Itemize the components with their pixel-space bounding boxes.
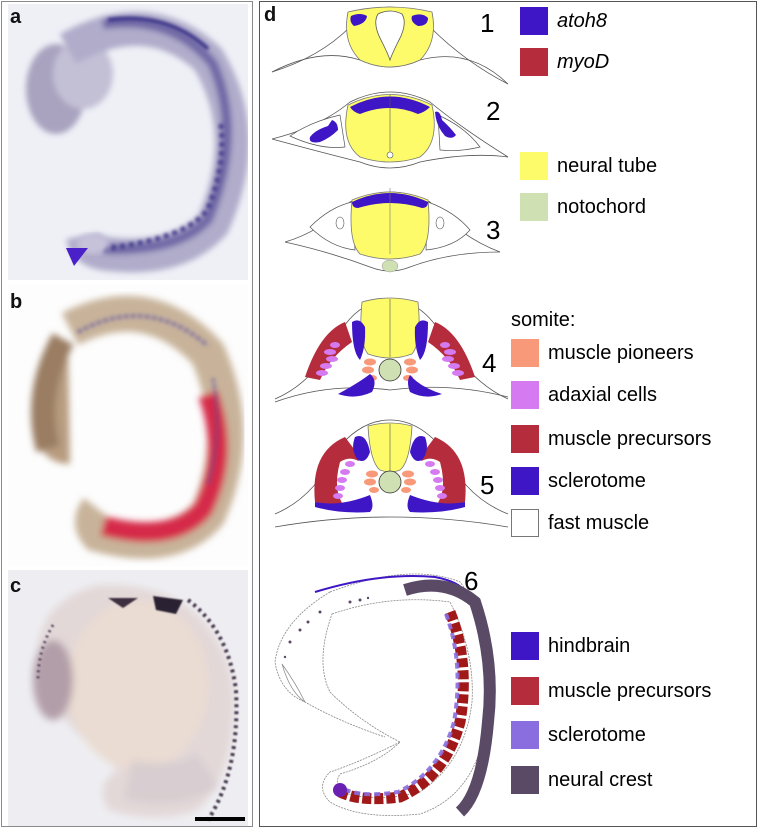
legend-item-muscle-precursors: muscle precursors [511,425,711,453]
section-1-drawing [271,6,509,85]
section-number-5: 5 [480,470,495,500]
section-3-notochord [381,259,399,273]
legend-swatch [511,467,539,495]
section-3-drawing [284,188,501,273]
section-number-6: 6 [464,566,479,596]
legend-item-hindbrain: hindbrain [511,632,630,660]
legend-heading-somite: somite: [511,309,576,331]
legend-label: atoh8 [557,9,608,32]
section-1-atoh8-right [411,14,428,26]
legend-swatch [511,721,539,749]
neural-crest-band [403,579,496,817]
section-number-3: 3 [486,215,501,245]
photo-panels-frame: a b [1,1,253,827]
panel-a-photo: a [8,4,248,280]
legend-item-neural-crest: neural crest [511,766,653,794]
legend-swatch [511,766,539,794]
section-number-1: 1 [480,8,495,38]
legend-swatch [520,193,548,221]
legend-swatch [511,381,539,409]
legend-label: notochord [557,195,646,218]
legend-swatch [511,339,539,367]
legend-swatch [520,152,548,180]
panel-label-d: d [264,4,277,26]
section-6-embryo-drawing [274,573,496,817]
legend-label: hindbrain [548,634,631,657]
legend-label: muscle precursors [548,679,712,702]
legend-label: myoD [557,50,610,73]
schematic-panel-frame: d [259,1,757,827]
legend-label: sclerotome [548,469,646,492]
panel-c-photo: c [8,570,248,826]
legend-item-muscle-pioneers: muscle pioneers [511,339,694,367]
panel-label-a: a [10,6,22,28]
section-number-4: 4 [482,348,497,378]
muscle-precursors-chevrons [337,609,469,805]
legend-label: sclerotome [548,723,646,746]
legend-swatch [511,509,539,537]
section-2-drawing [271,91,509,169]
legend-item-muscle-precursors-embryo: muscle precursors [511,677,711,705]
legend-label: neural tube [557,154,658,177]
legend-item-fast-muscle: fast muscle [511,509,649,537]
section-5-drawing [274,419,509,528]
legend-item-myod: myoD [520,48,609,76]
scale-bar [195,817,245,821]
legend-item-sclerotome: sclerotome [511,467,646,495]
sclerotome-band [341,613,460,797]
legend-item-sclerotome-embryo: sclerotome [511,721,646,749]
section-schematics [271,6,509,817]
panel-label-c: c [10,575,22,597]
legend-item-notochord: notochord [520,193,646,221]
arrowhead-icon [66,248,88,266]
legend-item-adaxial-cells: adaxial cells [511,381,657,409]
section-number-2: 2 [486,96,501,126]
legend-item-neural-tube: neural tube [520,152,657,180]
legend-label: muscle precursors [548,427,712,450]
panel-label-b: b [10,291,23,313]
section-1-atoh8-left [350,14,367,26]
section-4-drawing [274,297,509,403]
legend-label: fast muscle [548,511,650,534]
legend-swatch [511,677,539,705]
legend-label: neural crest [548,768,653,791]
legend-swatch [520,48,548,76]
legend-label: adaxial cells [548,383,657,406]
legend-item-atoh8: atoh8 [520,7,607,35]
legend-swatch [511,632,539,660]
legend-swatch [520,7,548,35]
legend-swatch [511,425,539,453]
legend-label: muscle pioneers [548,341,694,364]
panel-b-photo: b [8,284,248,566]
